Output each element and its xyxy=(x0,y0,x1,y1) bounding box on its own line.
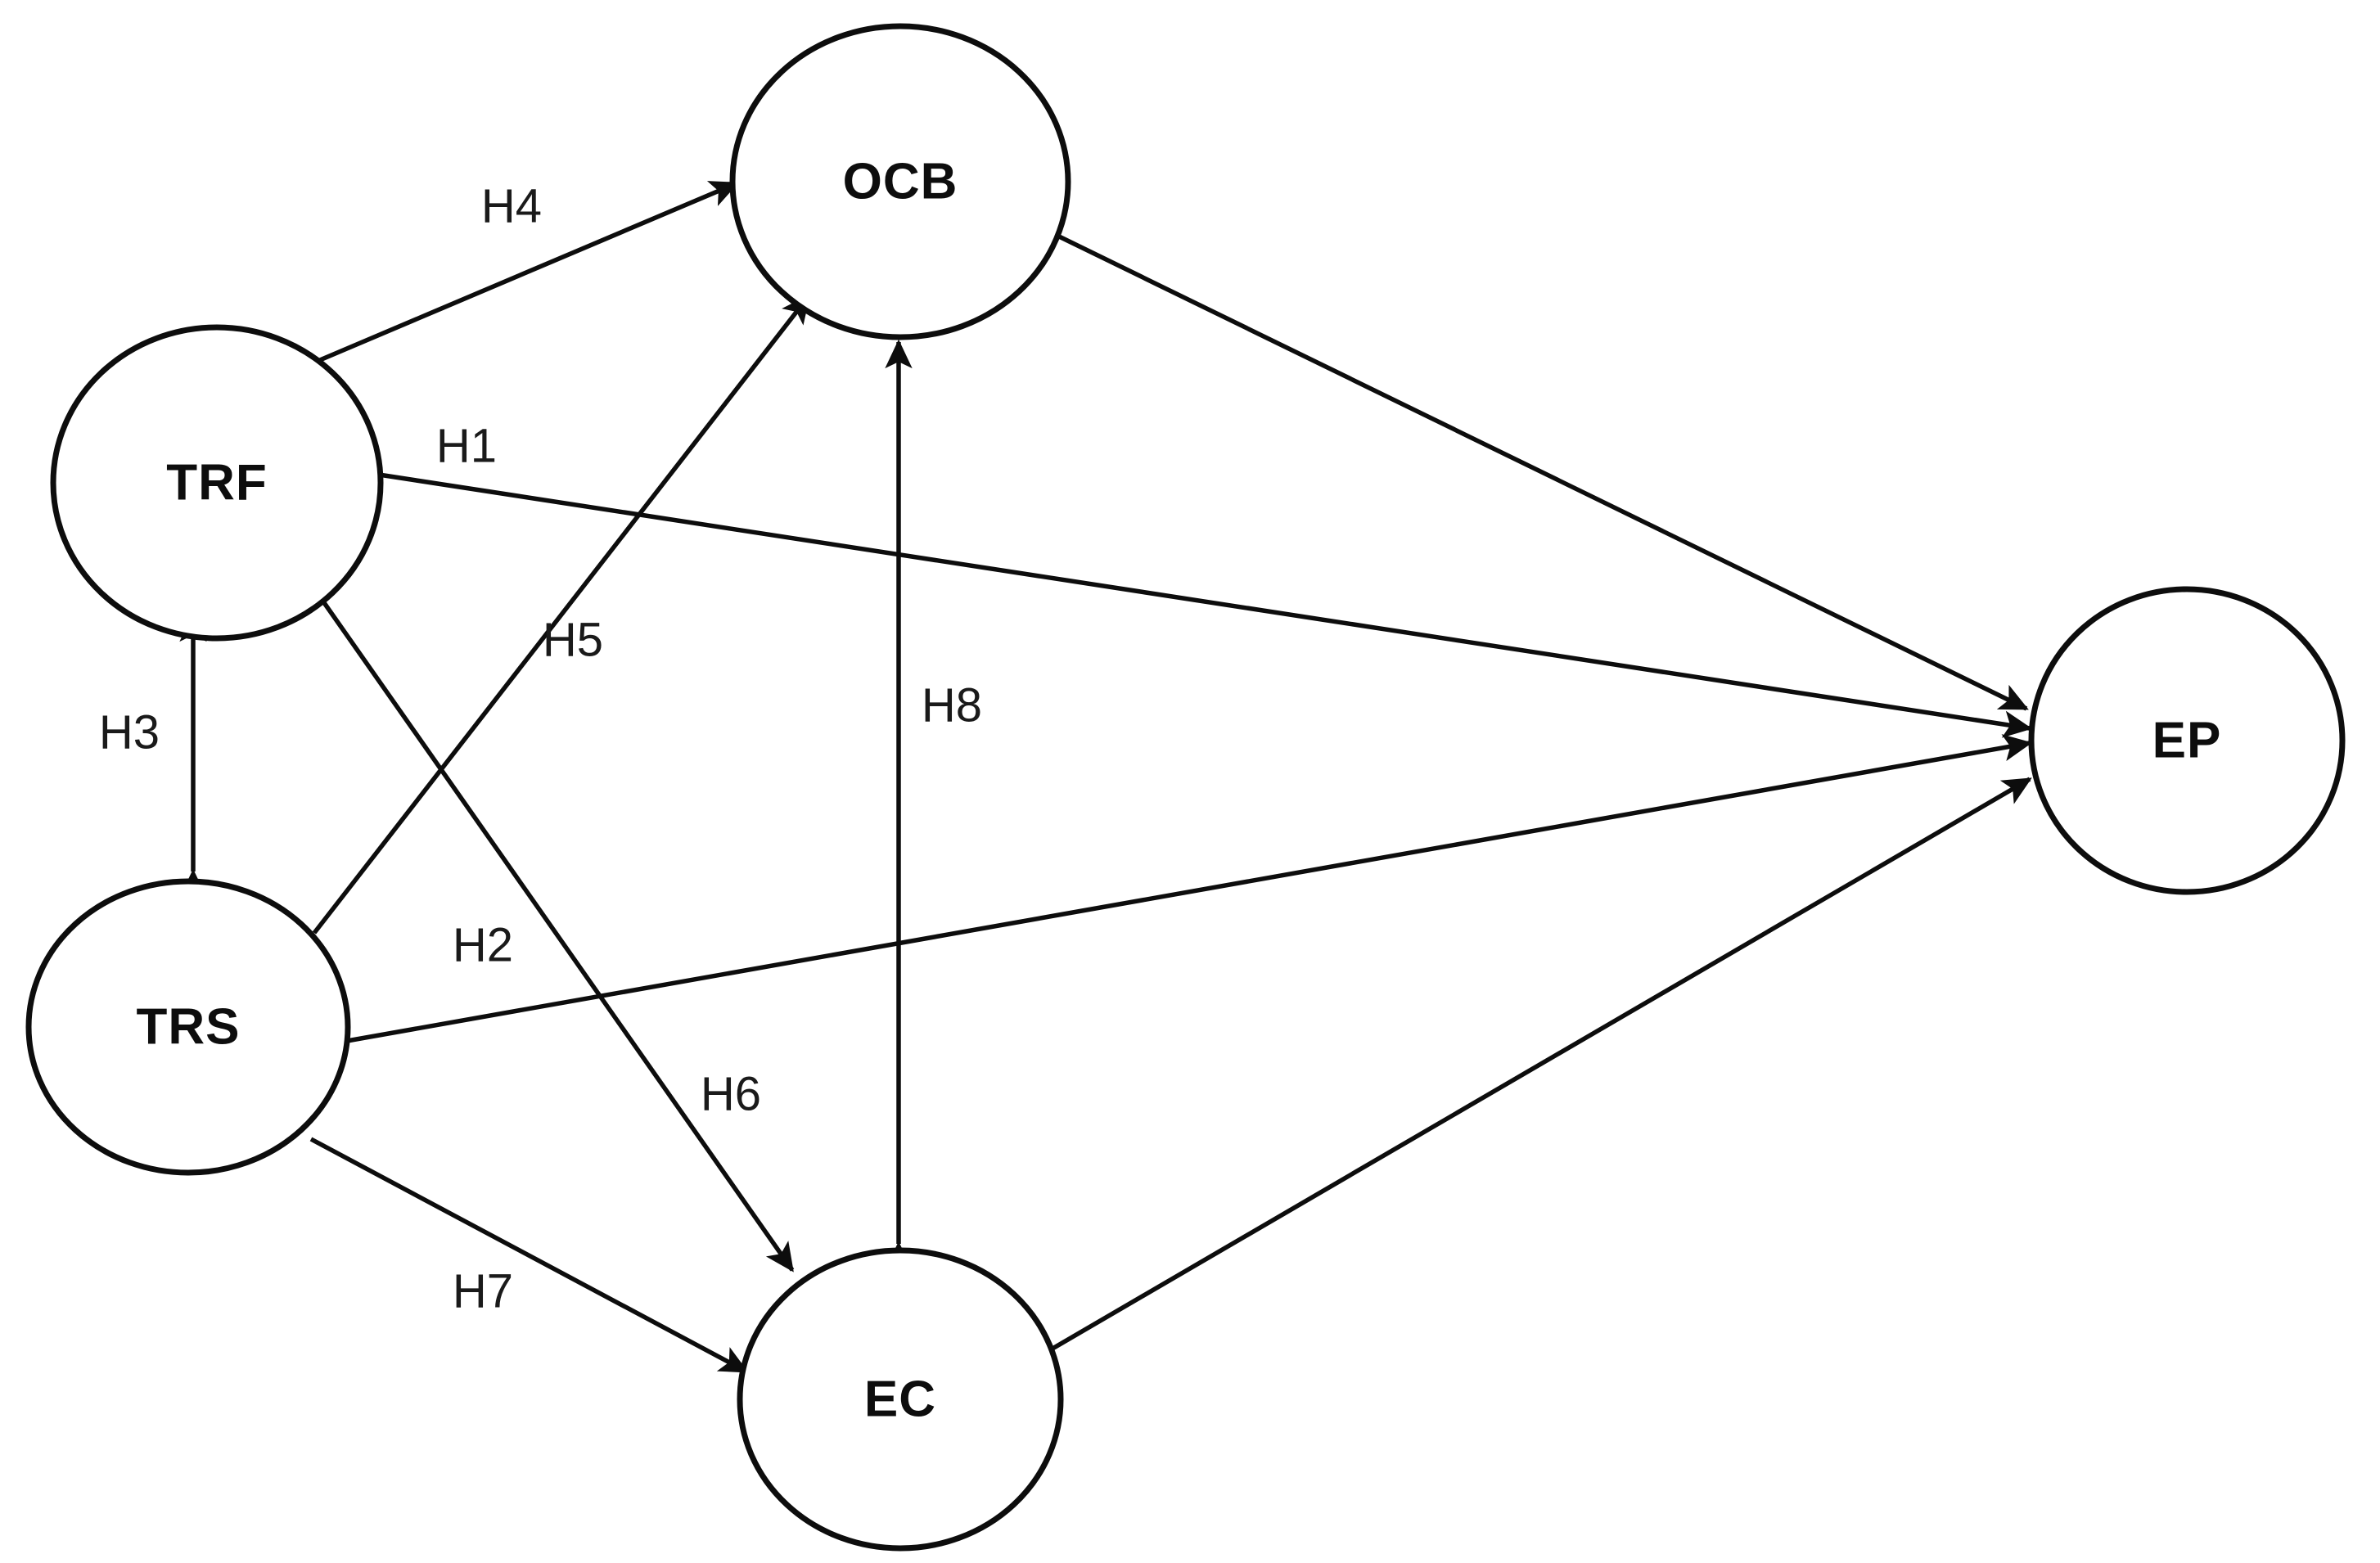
edge-h2 xyxy=(346,734,2033,1043)
node-ec[interactable]: EC xyxy=(737,1247,1064,1552)
edge-label-h8: H8 xyxy=(922,679,982,732)
node-label-ec: EC xyxy=(864,1372,936,1428)
edge-ocb-ep xyxy=(1056,233,2029,711)
edge-ec-ep xyxy=(1051,777,2032,1351)
edge-label-h6: H6 xyxy=(701,1068,761,1121)
edge-label-h4: H4 xyxy=(481,180,542,233)
nodes-layer: TRF TRS OCB EC EP xyxy=(25,23,2346,1552)
edge-h1 xyxy=(357,469,2033,738)
node-ep[interactable]: EP xyxy=(2028,586,2346,895)
node-shape-trs xyxy=(25,878,351,1176)
node-ocb[interactable]: OCB xyxy=(729,23,1071,340)
node-shape-trf xyxy=(50,324,384,642)
node-label-ep: EP xyxy=(2152,713,2222,769)
edge-h7 xyxy=(309,1137,749,1374)
edge-label-h2: H2 xyxy=(453,919,513,972)
node-label-ocb: OCB xyxy=(843,154,958,210)
node-trs[interactable]: TRS xyxy=(25,878,351,1176)
edge-h5 xyxy=(312,294,811,935)
edge-label-h7: H7 xyxy=(453,1265,513,1318)
edge-label-h5: H5 xyxy=(543,614,603,667)
node-trf[interactable]: TRF xyxy=(50,324,384,642)
edge-label-h3: H3 xyxy=(99,706,160,759)
node-label-trs: TRS xyxy=(137,999,241,1056)
edge-label-h1: H1 xyxy=(436,420,497,473)
edge-h4 xyxy=(303,181,739,369)
node-label-trf: TRF xyxy=(166,455,268,511)
node-shape-ocb xyxy=(729,23,1071,340)
edge-h6 xyxy=(317,594,795,1272)
edges-layer xyxy=(179,181,2033,1374)
node-shape-ec xyxy=(737,1247,1064,1552)
node-shape-ep xyxy=(2028,586,2346,895)
